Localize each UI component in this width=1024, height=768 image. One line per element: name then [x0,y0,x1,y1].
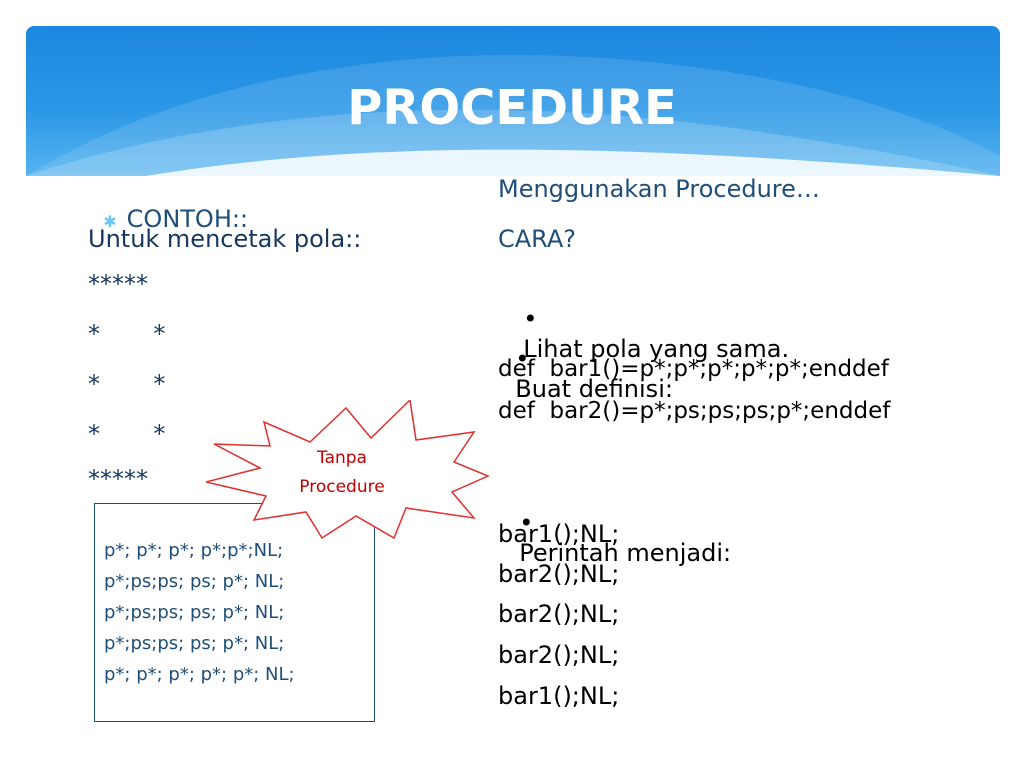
cara-text: CARA? [498,225,577,253]
command-line: bar1();NL; [498,682,620,710]
title-banner [26,26,1000,176]
bullet-dot-icon: • [523,305,538,333]
command-line: bar2();NL; [498,560,620,588]
banner-wave-decoration [26,55,1000,176]
pattern-row: ***** [88,465,148,493]
callout-line2: Procedure [299,477,385,497]
box-line: p*;ps;ps; ps; p*; NL; [104,633,285,654]
def-line: def bar1()=p*;p*;p*;p*;p*;enddef [498,356,889,382]
box-line: p*; p*; p*; p*;p*;NL; [104,540,284,561]
command-line: bar2();NL; [498,641,620,669]
contoh-label: CONTOH:: [126,205,249,233]
contoh-line: ✱ CONTOH:: [88,174,248,237]
def-line: def bar2()=p*;ps;ps;ps;p*;enddef [498,398,891,424]
bullet-dot-icon: • [515,345,530,373]
star-bullet-icon: ✱ [103,212,117,231]
pattern-row: * * [88,420,166,448]
bullet-item: • Buat definisi: [500,314,673,404]
box-line: p*;ps;ps; ps; p*; NL; [104,571,285,592]
bullet-item: • Lihat pola yang sama. [508,274,789,364]
command-line: bar1();NL; [498,520,620,548]
bullet-item: • Perintah menjadi: [504,478,731,568]
bullet-text: Perintah menjadi: [519,539,732,567]
pattern-row: * * [88,370,166,398]
bullet-text: Buat definisi: [515,375,673,403]
pattern-row: ***** [88,270,148,298]
box-line: p*;ps;ps; ps; p*; NL; [104,602,285,623]
box-line: p*; p*; p*; p*; p*; NL; [104,664,295,685]
sequence-box [94,503,375,722]
bullet-dot-icon: • [519,509,534,537]
pattern-row: * * [88,320,166,348]
right-heading: Menggunakan Procedure… [498,175,820,203]
page-title: PROCEDURE [347,80,677,136]
callout-line1: Tanpa [317,448,367,468]
intro-text: Untuk mencetak pola:: [88,225,362,253]
command-line: bar2();NL; [498,600,620,628]
bullet-text: Lihat pola yang sama. [523,335,790,363]
starburst-callout-icon [206,400,490,540]
